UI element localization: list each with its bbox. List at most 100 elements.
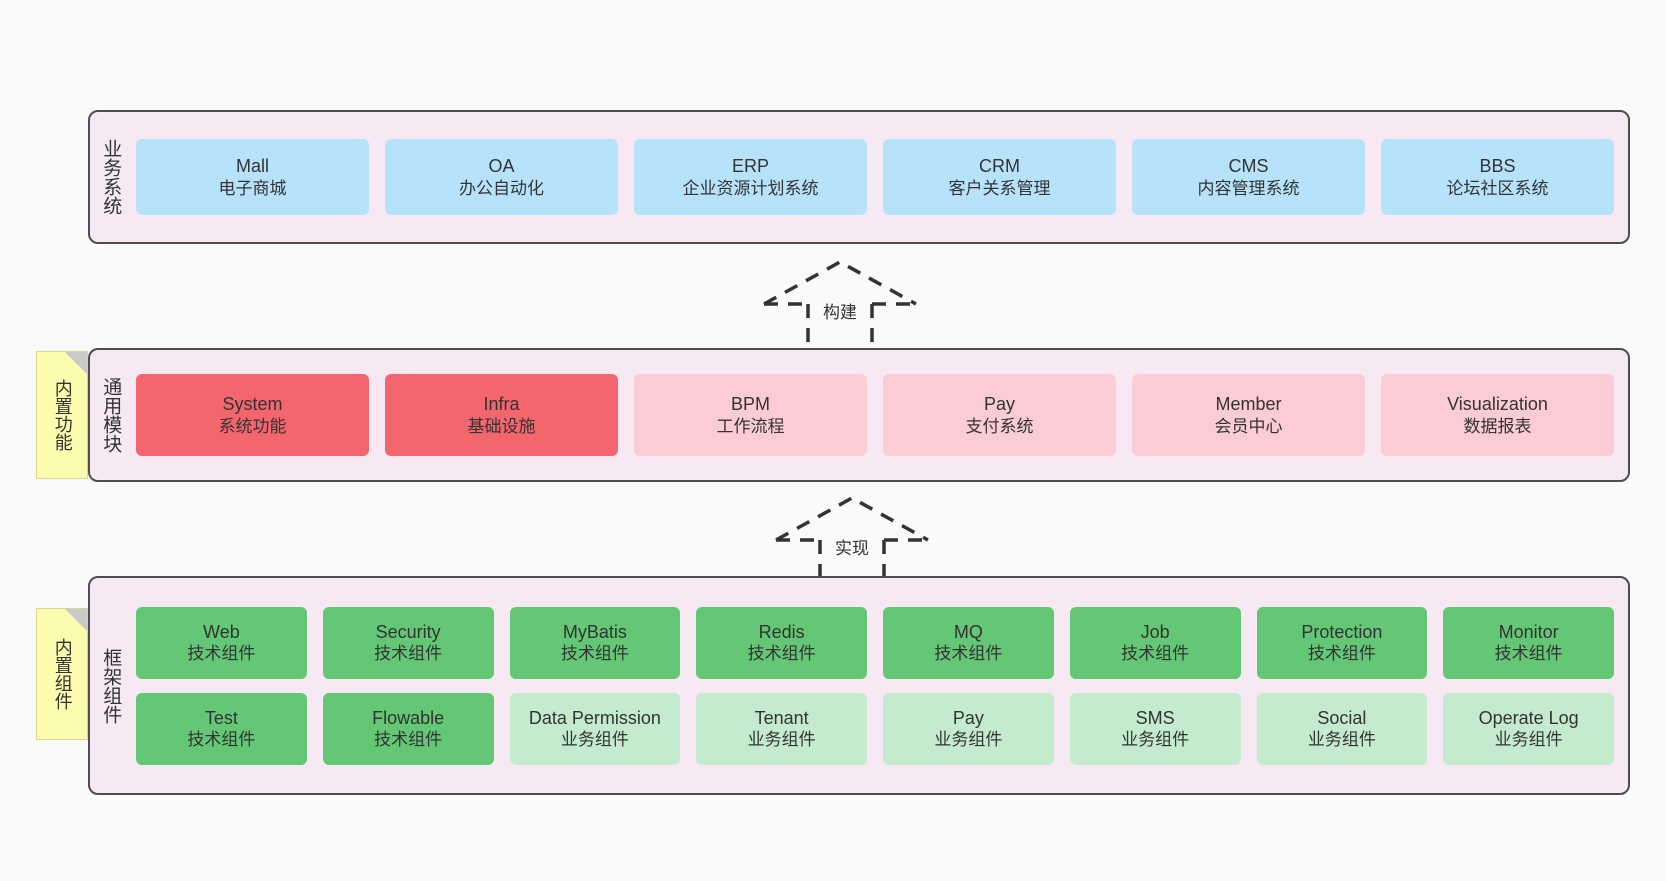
card-job[interactable]: Job 技术组件 xyxy=(1069,606,1241,679)
layer-body-framework-component: Web 技术组件 Security 技术组件 MyBatis 技术组件 Redi… xyxy=(130,578,1628,793)
card-row-technical: Web 技术组件 Security 技术组件 MyBatis 技术组件 Redi… xyxy=(136,606,1614,679)
card-subtitle: 技术组件 xyxy=(747,644,816,664)
card-subtitle: 业务组件 xyxy=(934,730,1003,750)
card-subtitle: 工作流程 xyxy=(716,416,785,436)
card-subtitle: 技术组件 xyxy=(374,730,443,750)
connector-build: 构建 xyxy=(760,256,920,348)
card-subtitle: 业务组件 xyxy=(1121,730,1190,750)
card-subtitle: 内容管理系统 xyxy=(1197,178,1300,198)
layer-title-common-module: 通用模块 xyxy=(100,377,122,453)
card-oa[interactable]: OA 办公自动化 xyxy=(385,139,618,215)
card-crm[interactable]: CRM 客户关系管理 xyxy=(883,139,1116,215)
note-text: 内置功能 xyxy=(52,379,73,451)
card-subtitle: 客户关系管理 xyxy=(948,178,1051,198)
card-subtitle: 基础设施 xyxy=(467,416,536,436)
card-title: Visualization xyxy=(1447,394,1548,415)
card-subtitle: 论坛社区系统 xyxy=(1446,178,1549,198)
card-security[interactable]: Security 技术组件 xyxy=(322,606,494,679)
card-subtitle: 技术组件 xyxy=(187,644,256,664)
layer-title-business-system: 业务系统 xyxy=(100,139,122,215)
card-subtitle: 技术组件 xyxy=(1121,644,1190,664)
card-web[interactable]: Web 技术组件 xyxy=(136,606,307,679)
card-mall[interactable]: Mall 电子商城 xyxy=(136,139,369,215)
card-row: System 系统功能 Infra 基础设施 BPM 工作流程 Pay 支付系统… xyxy=(136,374,1614,456)
card-subtitle: 技术组件 xyxy=(560,644,629,664)
card-subtitle: 系统功能 xyxy=(218,416,287,436)
card-subtitle: 技术组件 xyxy=(1494,644,1563,664)
layer-body-business-system: Mall 电子商城 OA 办公自动化 ERP 企业资源计划系统 CRM 客户关系… xyxy=(130,112,1628,242)
card-title: Flowable xyxy=(372,707,445,728)
card-social[interactable]: Social 业务组件 xyxy=(1256,692,1428,765)
card-title: SMS xyxy=(1135,707,1175,728)
card-subtitle: 技术组件 xyxy=(374,644,443,664)
card-subtitle: 技术组件 xyxy=(934,644,1003,664)
card-title: CRM xyxy=(979,156,1020,177)
connector-implement: 实现 xyxy=(772,492,932,584)
card-bbs[interactable]: BBS 论坛社区系统 xyxy=(1381,139,1614,215)
card-visualization[interactable]: Visualization 数据报表 xyxy=(1381,374,1614,456)
card-pay-business[interactable]: Pay 业务组件 xyxy=(883,692,1054,765)
card-title: Member xyxy=(1215,394,1282,415)
layer-business-system: 业务系统 Mall 电子商城 OA 办公自动化 ERP 企业资源计划系统 CRM… xyxy=(88,110,1630,244)
card-title: MyBatis xyxy=(562,621,627,642)
card-infra[interactable]: Infra 基础设施 xyxy=(385,374,618,456)
layer-body-common-module: System 系统功能 Infra 基础设施 BPM 工作流程 Pay 支付系统… xyxy=(130,350,1628,480)
note-builtin-feature: 内置功能 xyxy=(36,351,88,479)
card-bpm[interactable]: BPM 工作流程 xyxy=(634,374,867,456)
card-title: Web xyxy=(203,621,240,642)
card-row-business: Test 技术组件 Flowable 技术组件 Data Permission … xyxy=(136,692,1614,765)
note-text: 内置组件 xyxy=(52,638,73,710)
card-protection[interactable]: Protection 技术组件 xyxy=(1256,606,1428,679)
card-subtitle: 电子商城 xyxy=(218,178,287,198)
card-title: Infra xyxy=(483,394,520,415)
connector-build-label: 构建 xyxy=(821,298,859,323)
card-data-permission[interactable]: Data Permission 业务组件 xyxy=(509,692,681,765)
card-title: Job xyxy=(1140,621,1170,642)
card-cms[interactable]: CMS 内容管理系统 xyxy=(1132,139,1365,215)
card-operate-log[interactable]: Operate Log 业务组件 xyxy=(1443,692,1614,765)
card-system[interactable]: System 系统功能 xyxy=(136,374,369,456)
card-title: Test xyxy=(204,707,238,728)
card-title: MQ xyxy=(953,621,983,642)
card-title: Data Permission xyxy=(528,707,661,728)
card-title: ERP xyxy=(731,156,769,177)
layer-title-framework-component: 框架组件 xyxy=(100,647,122,724)
card-subtitle: 办公自动化 xyxy=(459,178,544,198)
card-subtitle: 业务组件 xyxy=(1307,730,1376,750)
card-title: CMS xyxy=(1228,156,1269,177)
card-subtitle: 数据报表 xyxy=(1463,416,1532,436)
connector-build-glyph xyxy=(763,260,917,348)
card-subtitle: 会员中心 xyxy=(1214,416,1283,436)
card-pay[interactable]: Pay 支付系统 xyxy=(883,374,1116,456)
card-subtitle: 企业资源计划系统 xyxy=(682,178,819,198)
card-mybatis[interactable]: MyBatis 技术组件 xyxy=(509,606,681,679)
card-monitor[interactable]: Monitor 技术组件 xyxy=(1443,606,1614,679)
card-erp[interactable]: ERP 企业资源计划系统 xyxy=(634,139,867,215)
card-title: Monitor xyxy=(1498,621,1559,642)
card-title: Redis xyxy=(758,621,805,642)
card-row: Mall 电子商城 OA 办公自动化 ERP 企业资源计划系统 CRM 客户关系… xyxy=(136,139,1614,215)
card-title: Tenant xyxy=(754,707,809,728)
card-subtitle: 业务组件 xyxy=(560,730,629,750)
card-redis[interactable]: Redis 技术组件 xyxy=(696,606,867,679)
card-test[interactable]: Test 技术组件 xyxy=(136,692,307,765)
card-title: BBS xyxy=(1479,156,1516,177)
connector-implement-label: 实现 xyxy=(833,534,871,559)
layer-framework-component: 框架组件 Web 技术组件 Security 技术组件 MyBatis 技术组件… xyxy=(88,576,1630,795)
card-subtitle: 支付系统 xyxy=(965,416,1034,436)
card-title: Pay xyxy=(983,394,1016,415)
card-title: Mall xyxy=(235,156,269,177)
card-sms[interactable]: SMS 业务组件 xyxy=(1069,692,1241,765)
card-mq[interactable]: MQ 技术组件 xyxy=(883,606,1054,679)
card-flowable[interactable]: Flowable 技术组件 xyxy=(322,692,494,765)
card-member[interactable]: Member 会员中心 xyxy=(1132,374,1365,456)
card-title: OA xyxy=(488,156,515,177)
card-title: Pay xyxy=(952,707,984,728)
note-builtin-component: 内置组件 xyxy=(36,608,88,740)
card-title: Security xyxy=(375,621,441,642)
card-subtitle: 业务组件 xyxy=(747,730,816,750)
card-tenant[interactable]: Tenant 业务组件 xyxy=(696,692,867,765)
card-title: Operate Log xyxy=(1478,707,1579,728)
card-title: Social xyxy=(1317,707,1367,728)
